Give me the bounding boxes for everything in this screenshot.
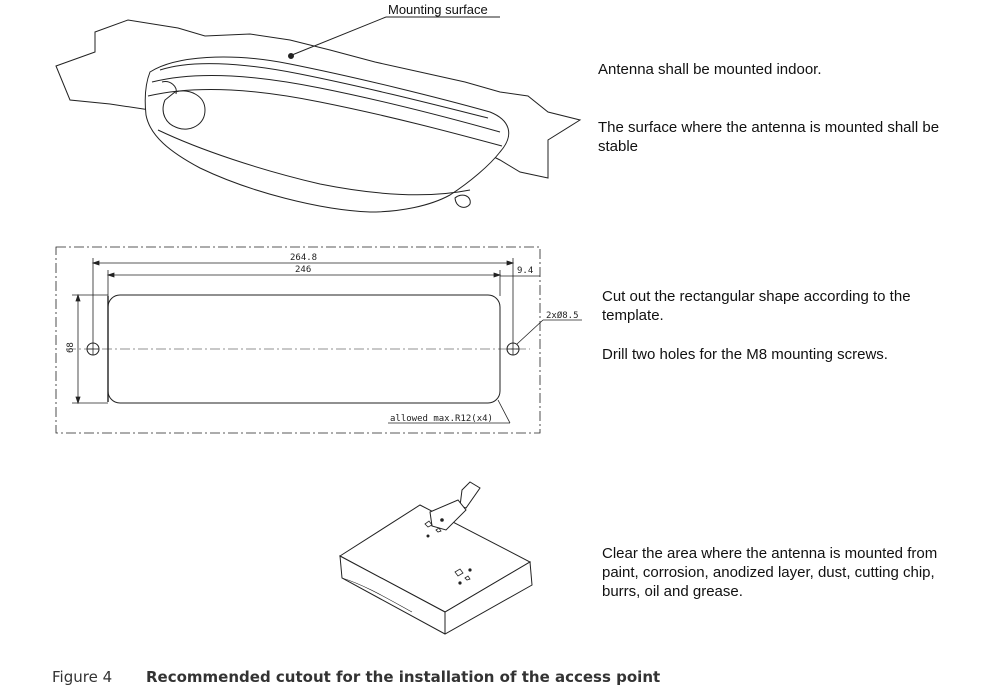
dimension-hole-offset-label: 9.4 (517, 266, 533, 276)
instruction-cutout: Cut out the rectangular shape according … (602, 288, 911, 324)
figure-label: Figure 4 (52, 668, 113, 686)
surface-cleaning-illustration (339, 481, 533, 635)
figure-caption: Recommended cutout for the installation … (146, 668, 661, 686)
instruction-indoor: Antenna shall be mounted indoor. (598, 61, 822, 78)
cutout-template: 264.8 246 9.4 2xØ8.5 allowed max.R12(x4)… (55, 246, 582, 434)
dimension-overall-label: 264.8 (290, 253, 317, 263)
instruction-drill-holes: Drill two holes for the M8 mounting scre… (602, 346, 888, 363)
dimension-cutout-label: 246 (295, 265, 311, 275)
dimension-height-label: 68 (66, 342, 76, 353)
mounting-surface-label: Mounting surface (388, 2, 488, 17)
instruction-clear-area: Clear the area where the antenna is moun… (602, 545, 938, 600)
hole-spec-label: 2xØ8.5 (546, 310, 579, 321)
scraper-tool (459, 481, 481, 509)
instruction-stable-surface: The surface where the antenna is mounted… (598, 119, 940, 155)
antenna-housing (144, 56, 510, 213)
mounting-surface-illustration: Mounting surface (55, 2, 582, 213)
template-border (55, 246, 541, 434)
corner-note-label: allowed max.R12(x4) (390, 414, 493, 424)
